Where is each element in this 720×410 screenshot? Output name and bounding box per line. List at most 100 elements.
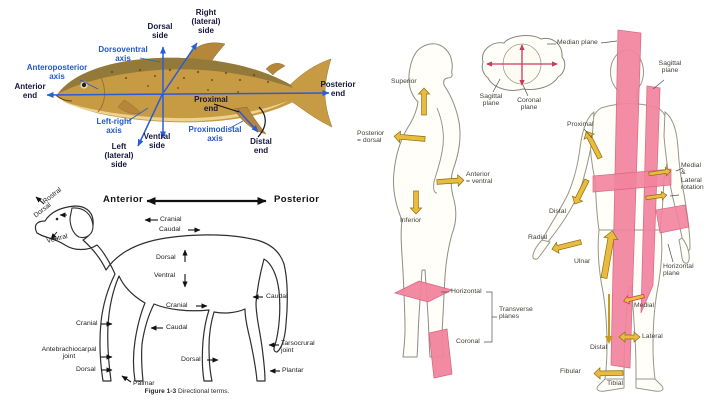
head-plane-lines — [486, 44, 558, 86]
fish-label-proximal-end: Proximal end — [194, 95, 228, 113]
proximal-arrow — [583, 130, 603, 160]
fish-back-shade — [58, 57, 293, 94]
dog-label-dorsal-forepaw: Dorsal — [76, 366, 96, 373]
dog-label-cranial-hind: Cranial — [166, 302, 188, 309]
fish-belly — [60, 100, 288, 122]
dog-label-caudal-neck: Caudal — [159, 226, 181, 233]
medial-arrow — [623, 293, 645, 305]
fish-label-posterior-end: Posterior end — [320, 80, 356, 98]
head-view-leaders — [492, 78, 529, 97]
front-label-distal-arm: Distal — [549, 208, 566, 215]
fish-label-anterior-end: Anterior end — [14, 82, 46, 100]
front-label-lateral: Lateral — [642, 333, 663, 340]
side-label-posterior-dorsal: Posterior = dorsal — [357, 130, 385, 145]
leg-proximal-arrow — [600, 230, 619, 279]
fish-label-anteroposterior-axis: Anteroposterior axis — [26, 63, 88, 81]
dog-ear — [69, 207, 94, 239]
dog-label-dorsal-mid: Dorsal — [156, 254, 176, 261]
front-label-medial: Medial — [634, 302, 655, 309]
coronal-plane-shape — [428, 328, 453, 379]
dog-label-dorsal-hindpaw: Dorsal — [181, 356, 201, 363]
fish-axes — [46, 42, 330, 147]
wrist-horizontal-plane-shape — [655, 204, 690, 234]
dog-illustration — [34, 196, 288, 383]
caption-text: Directional terms. — [178, 388, 230, 395]
fish-label-dorsal-side: Dorsal side — [147, 22, 173, 40]
fish-label-distal-end: Distal end — [250, 137, 272, 155]
anterior-arrow — [436, 174, 465, 187]
fish-illustration — [46, 42, 333, 147]
fish-label-right-side: Right (lateral) side — [191, 8, 221, 35]
side-label-coronal-plane: Coronal — [456, 338, 480, 345]
front-label-distal-leg: Distal — [590, 344, 607, 351]
dog-label-anterior: Anterior — [103, 194, 144, 205]
front-figure-right-hand — [678, 237, 690, 264]
dog-arrows — [35, 196, 280, 383]
proximal-end-pointer — [213, 103, 240, 113]
dog-label-cranial-neck: Cranial — [160, 216, 182, 223]
front-figure-left-foot — [596, 378, 625, 392]
fish-leader-lines — [79, 57, 244, 129]
headview-label-sagittal-plane: Sagittal plane — [479, 93, 503, 108]
anteroposterior-axis-line — [46, 90, 330, 98]
side-figure-gold-arrows — [393, 87, 465, 215]
head-top-view — [481, 35, 566, 97]
rotation-arrow-upper — [648, 166, 672, 177]
distal-leg-arrowhead — [605, 336, 613, 344]
headview-label-coronal-plane: Coronal plane — [517, 97, 541, 112]
right-lateral-axis-line — [163, 42, 198, 93]
front-figure-right-foot — [635, 378, 664, 392]
front-label-median-plane: Median plane — [557, 39, 598, 46]
side-figure-illustration — [393, 43, 497, 379]
dog-label-caudal-tail: Caudal — [266, 293, 288, 300]
rotation-arrow-lower — [645, 190, 668, 201]
front-figure-gold-arrows — [551, 130, 672, 380]
front-label-horizontal-plane: Horizontal plane — [663, 263, 694, 278]
side-figure-arm — [433, 107, 444, 194]
front-label-medial-lateral-rotation: Medial & Lateral rotation — [681, 162, 704, 192]
dog-label-antebrachiocarpal-joint: Antebrachiocarpal joint — [41, 346, 97, 361]
fish-label-ventral-side: Ventral side — [143, 132, 171, 150]
fish-label-proximodistal-axis: Proximodistal axis — [188, 125, 242, 143]
left-lateral-axis-line — [137, 94, 163, 147]
fish-label-left-side: Left (lateral) side — [104, 142, 134, 169]
dog-label-plantar: Plantar — [282, 367, 304, 374]
side-label-horizontal-plane: Horizontal — [451, 288, 482, 295]
side-figure-leaders — [441, 291, 497, 343]
front-figure-illustration — [532, 29, 691, 392]
side-label-inferior: Inferior — [400, 217, 422, 224]
median-plane-shape — [610, 29, 642, 369]
dog-eye — [55, 217, 59, 221]
front-label-fibular: Fibular — [560, 368, 581, 375]
dog-label-posterior: Posterior — [274, 194, 320, 205]
radial-ulnar-arrow — [551, 239, 583, 254]
front-figure-left-hand — [532, 239, 551, 260]
superior-arrow — [417, 87, 431, 116]
dog-label-caudal-fore: Caudal — [166, 324, 188, 331]
fish-adipose-fin — [265, 63, 286, 76]
distal-end-bracket — [257, 106, 266, 138]
fish-label-dorsoventral-axis: Dorsoventral axis — [98, 45, 148, 63]
front-label-tibial: Tibial — [607, 380, 623, 387]
fish-eye — [81, 82, 87, 88]
dog-label-palmar: Palmar — [133, 380, 155, 387]
front-label-proximal: Proximal — [567, 121, 594, 128]
side-label-superior: Superior — [391, 78, 417, 85]
fibular-arrow — [593, 366, 624, 380]
side-label-anterior-ventral: Anterior = ventral — [466, 171, 493, 186]
posterior-arrow — [393, 130, 426, 144]
lateral-double-arrow — [618, 331, 641, 343]
front-label-ulnar: Ulnar — [574, 258, 591, 265]
front-label-radial: Radial — [528, 234, 548, 241]
front-figure-leaders — [547, 40, 684, 263]
distal-arm-arrow — [571, 178, 590, 205]
dog-label-ventral-mid: Ventral — [154, 272, 176, 279]
dog-label-cranial-fore: Cranial — [76, 320, 98, 327]
dog-label-tarsocrural-joint: Tarsocrural joint — [281, 340, 315, 355]
fish-label-left-right-axis: Left-right axis — [96, 117, 132, 135]
dog-figure-caption: Figure 1-3 Directional terms. — [145, 388, 230, 395]
horizontal-plane-shape — [393, 280, 454, 303]
proximodistal-axis-line — [237, 109, 259, 133]
